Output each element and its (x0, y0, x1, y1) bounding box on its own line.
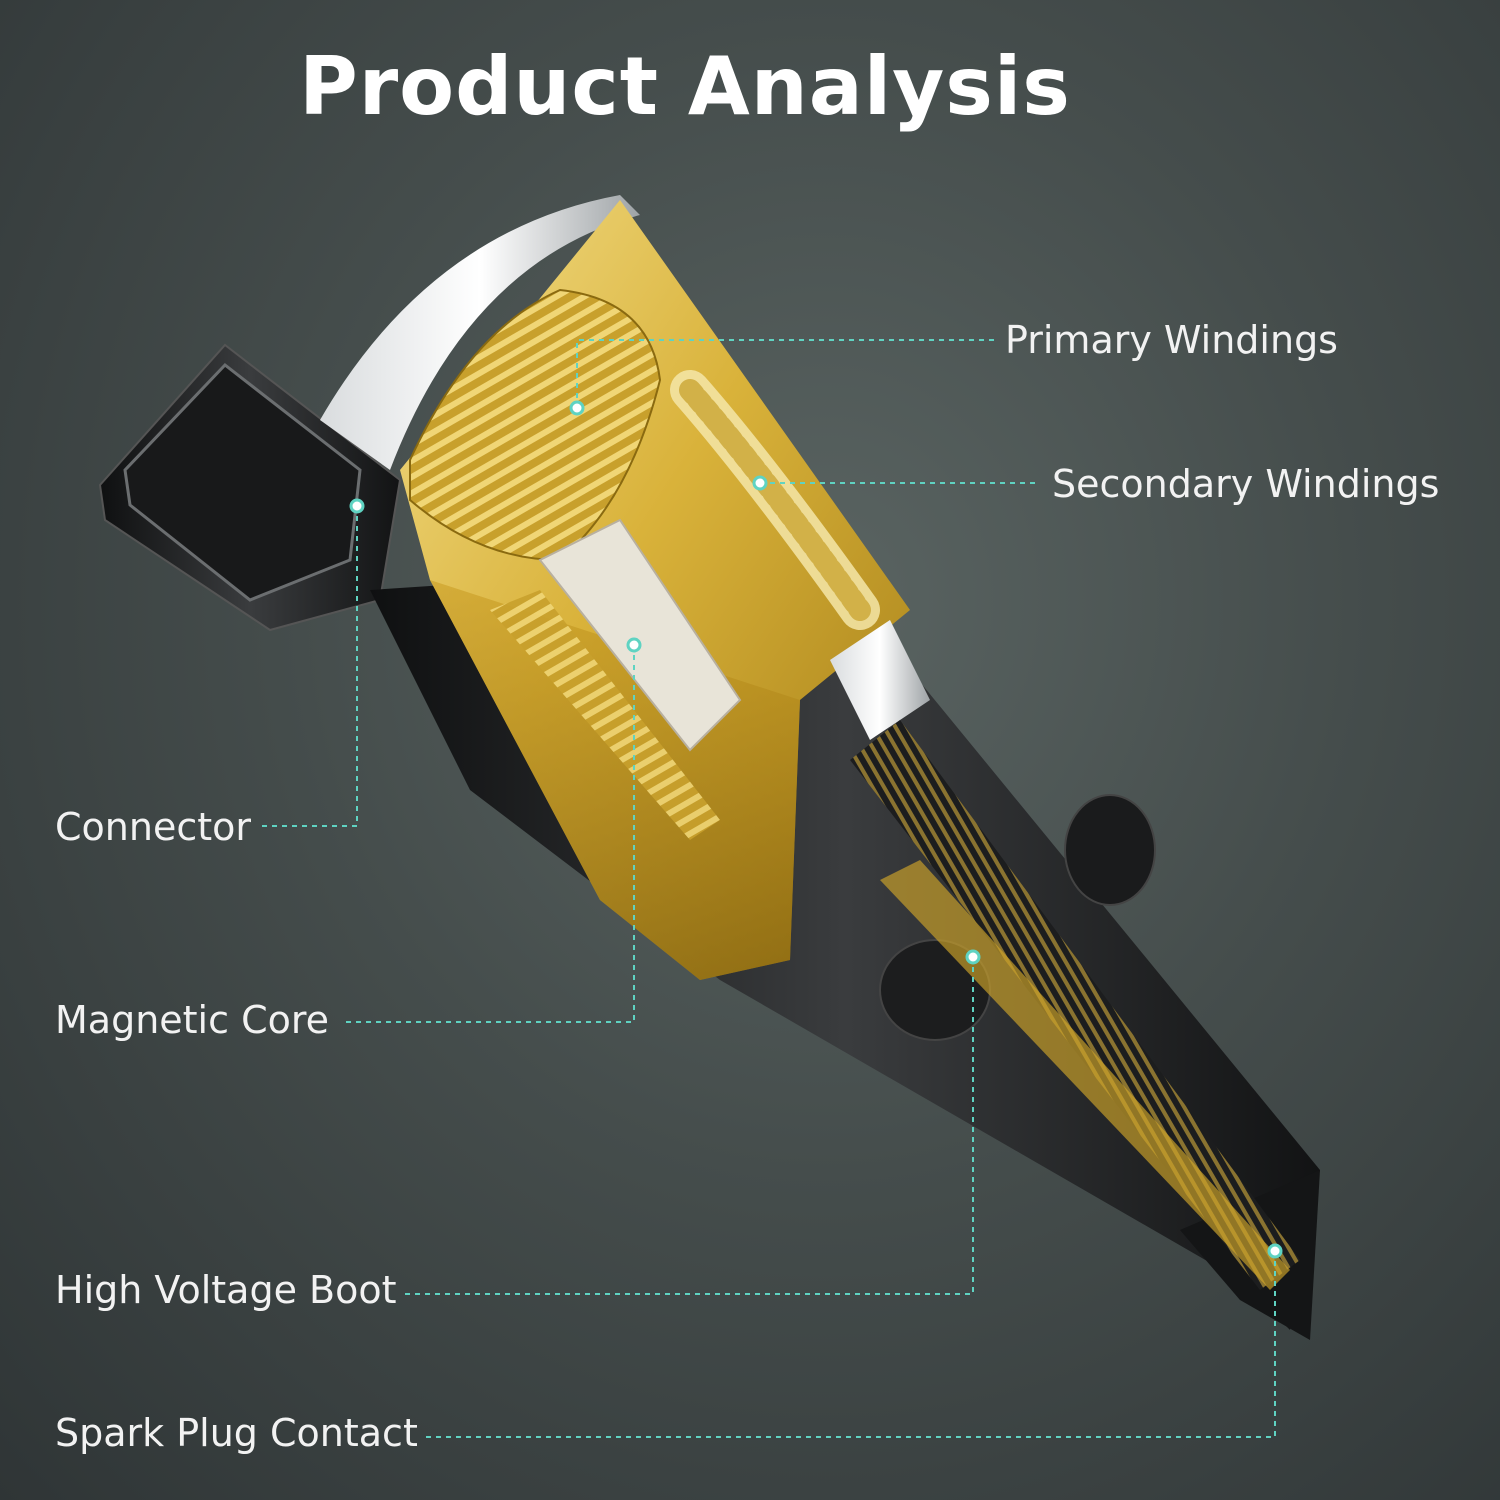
core-teeth (490, 590, 720, 840)
secondary-windings-marker (752, 475, 768, 491)
label-magnetic-core: Magnetic Core (55, 998, 330, 1042)
secondary-windings (670, 370, 880, 630)
connector-leader (258, 506, 358, 827)
magnetic-core (538, 518, 742, 752)
label-primary-windings: Primary Windings (1005, 318, 1338, 362)
top-cap (320, 195, 640, 470)
high-voltage-boot-marker (965, 949, 981, 965)
label-secondary-windings: Secondary Windings (1052, 462, 1440, 506)
label-high-voltage-boot: High Voltage Boot (55, 1268, 397, 1312)
spark-plug-contact-leader (424, 1251, 1276, 1438)
primary-windings-leader (576, 339, 995, 408)
connector-body (98, 343, 402, 632)
spark-plug-contact-marker (1267, 1243, 1283, 1259)
magnetic-core-leader (342, 645, 635, 1023)
primary-windings (409, 288, 662, 562)
magnetic-core-marker (626, 637, 642, 653)
page-title: Product Analysis (299, 40, 1071, 133)
label-connector: Connector (55, 805, 251, 849)
label-spark-plug-contact: Spark Plug Contact (55, 1411, 418, 1455)
primary-windings-marker (569, 400, 585, 416)
high-voltage-boot-leader (402, 957, 974, 1295)
connector-marker (349, 498, 365, 514)
spark-rod (830, 620, 1300, 1290)
